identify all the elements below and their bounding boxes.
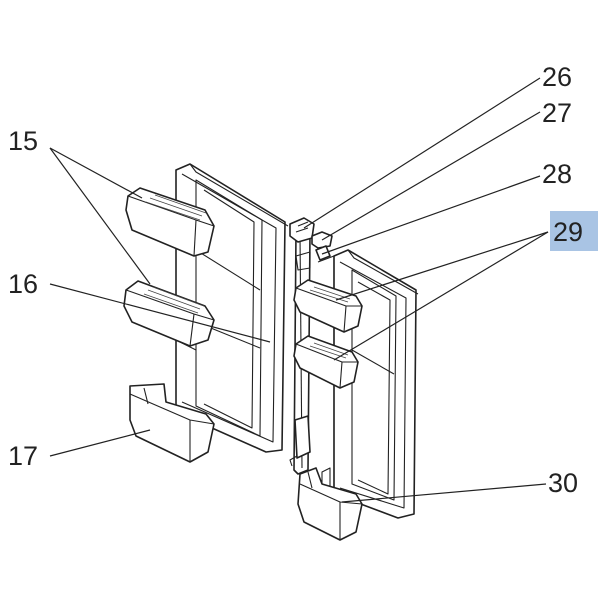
callout-27: 27 bbox=[542, 98, 572, 128]
leader-30 bbox=[341, 483, 547, 503]
leader-28 bbox=[321, 175, 541, 255]
hinge-part-26 bbox=[289, 217, 315, 243]
leader-29b bbox=[333, 231, 549, 361]
leader-17 bbox=[49, 429, 151, 457]
door-bin-16 bbox=[123, 280, 215, 347]
highlight-29 bbox=[550, 211, 598, 251]
leader-lines bbox=[49, 77, 549, 503]
leader-15b bbox=[49, 147, 151, 285]
leader-16 bbox=[49, 283, 271, 343]
callout-17: 17 bbox=[8, 441, 38, 471]
callout-29: 29 bbox=[553, 217, 583, 247]
leader-27 bbox=[321, 111, 541, 241]
door-bin-17 bbox=[129, 383, 215, 463]
callout-28: 28 bbox=[542, 159, 572, 189]
callout-26: 26 bbox=[542, 62, 572, 92]
door-bin-15 bbox=[125, 187, 215, 257]
door-bin-29a bbox=[293, 279, 363, 333]
callout-15: 15 bbox=[8, 126, 38, 156]
door-bin-29b bbox=[293, 335, 359, 389]
leader-15a bbox=[49, 147, 143, 199]
door-bin-30 bbox=[297, 467, 363, 541]
callout-30: 30 bbox=[548, 468, 578, 498]
callout-16: 16 bbox=[8, 269, 38, 299]
leader-29a bbox=[335, 231, 549, 301]
leader-26 bbox=[303, 77, 541, 229]
hinge-part-28 bbox=[315, 245, 331, 261]
